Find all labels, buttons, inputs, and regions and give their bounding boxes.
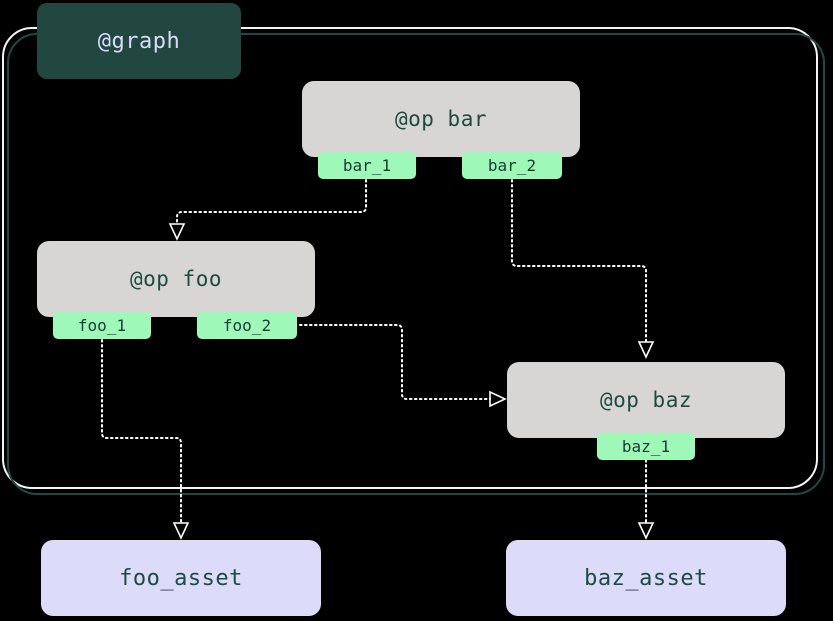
port-foo-1[interactable]: foo_1 [53, 312, 151, 339]
asset-label-foo-asset: foo_asset [119, 565, 243, 591]
port-bar-2[interactable]: bar_2 [462, 152, 562, 179]
asset-node-foo-asset[interactable]: foo_asset [41, 540, 321, 616]
port-label-foo-2: foo_2 [222, 316, 272, 335]
graph-container-highlight [2, 27, 818, 489]
graph-container-border [7, 33, 825, 495]
op-node-baz[interactable]: @op baz [507, 362, 785, 438]
op-node-foo[interactable]: @op foo [37, 241, 315, 317]
graph-header-text: @graph [97, 28, 181, 54]
op-label-foo: @op foo [129, 267, 222, 291]
port-label-bar-1: bar_1 [342, 156, 392, 175]
port-bar-1[interactable]: bar_1 [318, 152, 416, 179]
asset-node-baz-asset[interactable]: baz_asset [506, 540, 786, 616]
port-baz-1[interactable]: baz_1 [597, 433, 695, 460]
graph-header-label[interactable]: @graph [37, 3, 241, 79]
op-node-bar[interactable]: @op bar [302, 81, 580, 157]
op-label-baz: @op baz [599, 388, 692, 412]
port-foo-2[interactable]: foo_2 [197, 312, 297, 339]
port-label-bar-2: bar_2 [487, 156, 537, 175]
op-label-bar: @op bar [394, 107, 487, 131]
asset-label-baz-asset: baz_asset [584, 565, 708, 591]
port-label-foo-1: foo_1 [77, 316, 127, 335]
port-label-baz-1: baz_1 [621, 437, 671, 456]
